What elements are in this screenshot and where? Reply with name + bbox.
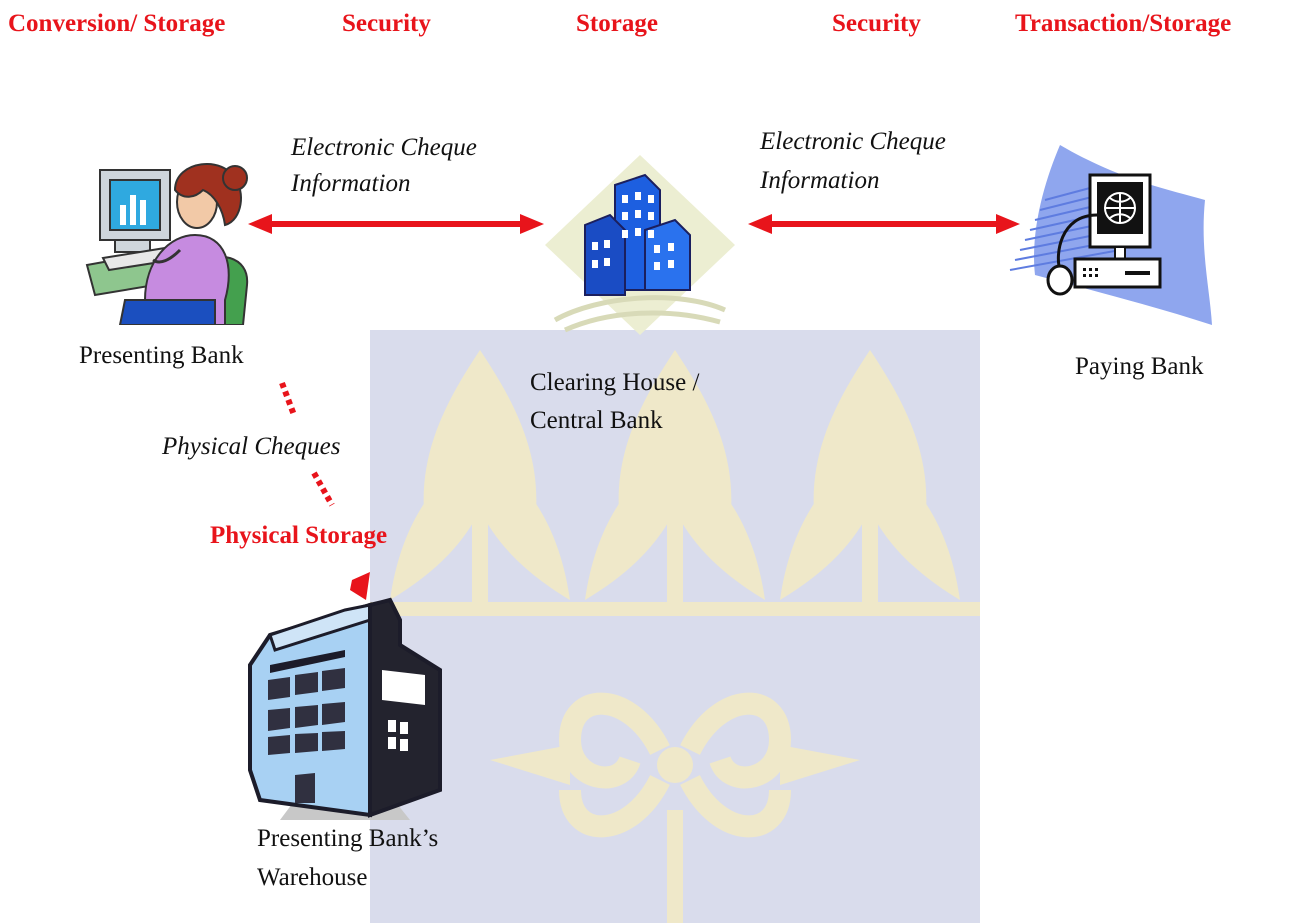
header-security-left: Security <box>342 10 431 37</box>
network-computer-icon <box>1009 145 1212 325</box>
header-security-right: Security <box>832 10 921 37</box>
edge-presenting-warehouse <box>279 381 370 600</box>
warehouse-building-icon <box>248 597 442 820</box>
node-label-warehouse-line1: Presenting Bank’s <box>257 825 439 852</box>
node-label-clearing-house-line2: Central Bank <box>530 407 663 434</box>
edge-label-left-line2: Information <box>291 170 411 197</box>
office-buildings-icon <box>545 155 735 335</box>
edge-presenting-clearing <box>248 214 544 234</box>
header-conversion-storage: Conversion/ Storage <box>8 10 226 37</box>
node-label-clearing-house-line1: Clearing House / <box>530 369 700 396</box>
edge-label-physical-cheques: Physical Cheques <box>162 433 341 460</box>
node-label-warehouse-line2: Warehouse <box>257 864 368 891</box>
woman-at-computer-icon <box>85 163 249 325</box>
header-storage: Storage <box>576 10 658 37</box>
edge-label-right-line2: Information <box>760 167 880 194</box>
watermark-emblem <box>370 330 980 923</box>
node-label-paying-bank: Paying Bank <box>1075 353 1204 380</box>
edge-label-right-line1: Electronic Cheque <box>760 128 946 155</box>
header-transaction-storage: Transaction/Storage <box>1015 10 1232 37</box>
edge-label-left-line1: Electronic Cheque <box>291 134 477 161</box>
edge-clearing-paying <box>748 214 1020 234</box>
label-physical-storage: Physical Storage <box>210 522 388 549</box>
node-label-presenting-bank: Presenting Bank <box>79 342 244 369</box>
